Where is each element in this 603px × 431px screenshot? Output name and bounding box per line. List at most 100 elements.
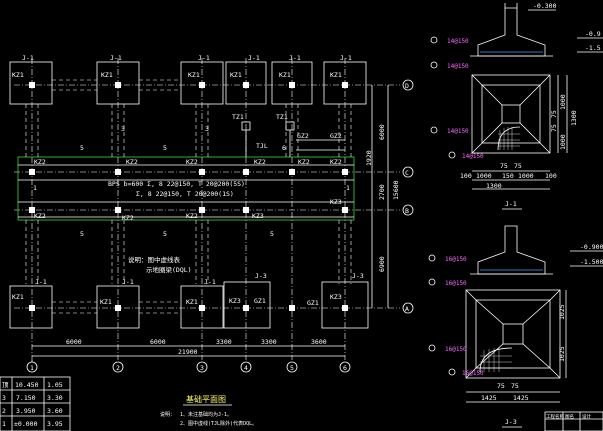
- column-label: KZ1: [230, 71, 242, 79]
- grid-label: A: [405, 305, 409, 313]
- dimension: 1920: [365, 150, 373, 166]
- stair-columns: TZ1 TZ1 GZ2 GZ2 TJL: [232, 113, 345, 157]
- dimension: 1025: [558, 304, 566, 320]
- dimension: 3300: [216, 338, 232, 346]
- rebar-note: 14@150: [447, 63, 469, 70]
- rebar-note: 14@150: [462, 153, 484, 160]
- column-label: KZ1: [12, 293, 24, 301]
- bottom-footings: J-1 J-1 J-1 J-3 J-3 KZ1 KZ1 KZ1 KZ3 GZ1 …: [9, 272, 369, 329]
- note-line: 2、图中虚线(TJL除外)代表DQL。: [180, 420, 257, 427]
- table-cell: 7.150: [16, 394, 36, 402]
- grid-label: 3: [200, 364, 204, 372]
- grid-label: 6: [343, 364, 347, 372]
- section-mark: 5: [80, 144, 84, 152]
- title-block: 工程名称 图名 设计: [544, 411, 603, 431]
- footing-label: J-1: [198, 54, 210, 62]
- footing-label: J-1: [340, 54, 352, 62]
- footing-label: J-3: [255, 272, 267, 280]
- dimension: 100: [460, 172, 472, 180]
- column-label: KZ2: [126, 158, 138, 166]
- horizontal-axes: [14, 84, 400, 309]
- dimension: 2700: [378, 184, 386, 200]
- tie-beams: [25, 79, 352, 314]
- rebar-note: 16@150: [445, 346, 467, 353]
- dimension: 100: [545, 172, 557, 180]
- footing-label: J-1: [22, 54, 34, 62]
- table-cell: 顶: [2, 381, 9, 389]
- grid-label: 2: [116, 364, 120, 372]
- elevation: -1.500: [580, 258, 603, 266]
- right-grid: D C B A 6000 1920 2700 6900 15600: [365, 79, 414, 314]
- column-label: KZ3: [330, 198, 342, 206]
- section-mark: 5: [163, 230, 167, 238]
- column-label: GZ1: [254, 297, 266, 305]
- section-mark: 1: [346, 184, 350, 192]
- top-footings: J-1 J-1 J-1 J-1 J-1 J-1 KZ1 KZ1 KZ1 KZ1 …: [9, 54, 367, 105]
- detail-title: J-1: [505, 200, 517, 208]
- column-label: KZ3: [229, 297, 241, 305]
- footing-label: J-1: [122, 278, 134, 286]
- dimension: 6000: [378, 124, 386, 140]
- vertical-axes: [31, 58, 346, 360]
- dimension: 6000: [150, 338, 166, 346]
- dimension: 75: [514, 162, 522, 170]
- dimension: 6900: [378, 256, 386, 272]
- section-marks: 5 5 5 5 3 3 5 6 1 1: [33, 125, 350, 238]
- dimension: 1425: [513, 394, 529, 402]
- section-mark: 6: [282, 144, 286, 152]
- table-cell: 1.05: [47, 381, 63, 389]
- dimension: 1000: [518, 172, 534, 180]
- detail-j1: -0.300 -0.9 -1.5 14@150 14@150 14@150 14…: [430, 2, 603, 210]
- column-markers: [29, 82, 348, 311]
- section-mark: 5: [80, 230, 84, 238]
- column-label: KZ2: [34, 158, 46, 166]
- grid-label: 4: [244, 364, 248, 372]
- rebar-note: 14@150: [447, 38, 469, 45]
- column-label: GZ2: [330, 132, 342, 140]
- foundation-plan: J-1 J-1 J-1 J-1 J-1 J-1 KZ1 KZ1 KZ1 KZ1 …: [9, 54, 414, 427]
- column-label: KZ2: [298, 158, 310, 166]
- column-label: KZ2: [122, 214, 134, 222]
- dimension: 75: [550, 124, 558, 132]
- beam-spec: BPS b=600 Σ, 8 22@150, T 20@200(5S): [108, 180, 245, 188]
- column-label: GZ1: [307, 299, 319, 307]
- column-label: KZ2: [186, 158, 198, 166]
- notes-label: 说明：: [160, 411, 175, 418]
- beam-spec: Σ, 8 22@150, T 20@200(1S): [136, 190, 234, 198]
- dimension-total: 1300: [486, 182, 502, 190]
- plan-inner-note: 示地圈梁(DQL): [146, 265, 192, 274]
- column-label: TZ1: [276, 113, 288, 121]
- title-block-label: 图名: [565, 413, 574, 420]
- column-label: KZ1: [100, 298, 112, 306]
- footing-label: J-1: [35, 278, 47, 286]
- dimension: 3600: [311, 338, 327, 346]
- table-cell: 1: [2, 420, 6, 428]
- column-label: KZ1: [279, 71, 291, 79]
- title-block-label: 设计: [582, 413, 591, 420]
- footing-label: J-1: [110, 54, 122, 62]
- detail-j3: -0.900 -1.500 16@150 16@150 16@150 16@15…: [428, 225, 603, 428]
- dimension: 75: [497, 382, 505, 390]
- section-mark: 5: [163, 144, 167, 152]
- column-label: KZ1: [12, 71, 24, 79]
- table-cell: 10.450: [15, 381, 39, 389]
- section-mark: 3: [205, 125, 209, 133]
- grid-label: 5: [290, 364, 294, 372]
- dimension: 75: [550, 110, 558, 118]
- dimension: 3300: [261, 338, 277, 346]
- table-cell: 3.60: [47, 407, 63, 415]
- footing-label: J-1: [248, 54, 260, 62]
- grid-label: D: [405, 82, 409, 90]
- table-cell: 3: [2, 394, 6, 402]
- column-label: KZ3: [252, 212, 264, 220]
- table-cell: 3.30: [47, 394, 63, 402]
- column-label: KZ1: [188, 71, 200, 79]
- detail-title: J-3: [505, 418, 517, 426]
- column-label: KZ2: [186, 212, 198, 220]
- table-cell: 3.950: [16, 407, 36, 415]
- grid-label: B: [405, 207, 409, 215]
- dimension: 150: [502, 172, 514, 180]
- rebar-note: 14@150: [447, 128, 469, 135]
- title-block-label: 工程名称: [546, 413, 564, 420]
